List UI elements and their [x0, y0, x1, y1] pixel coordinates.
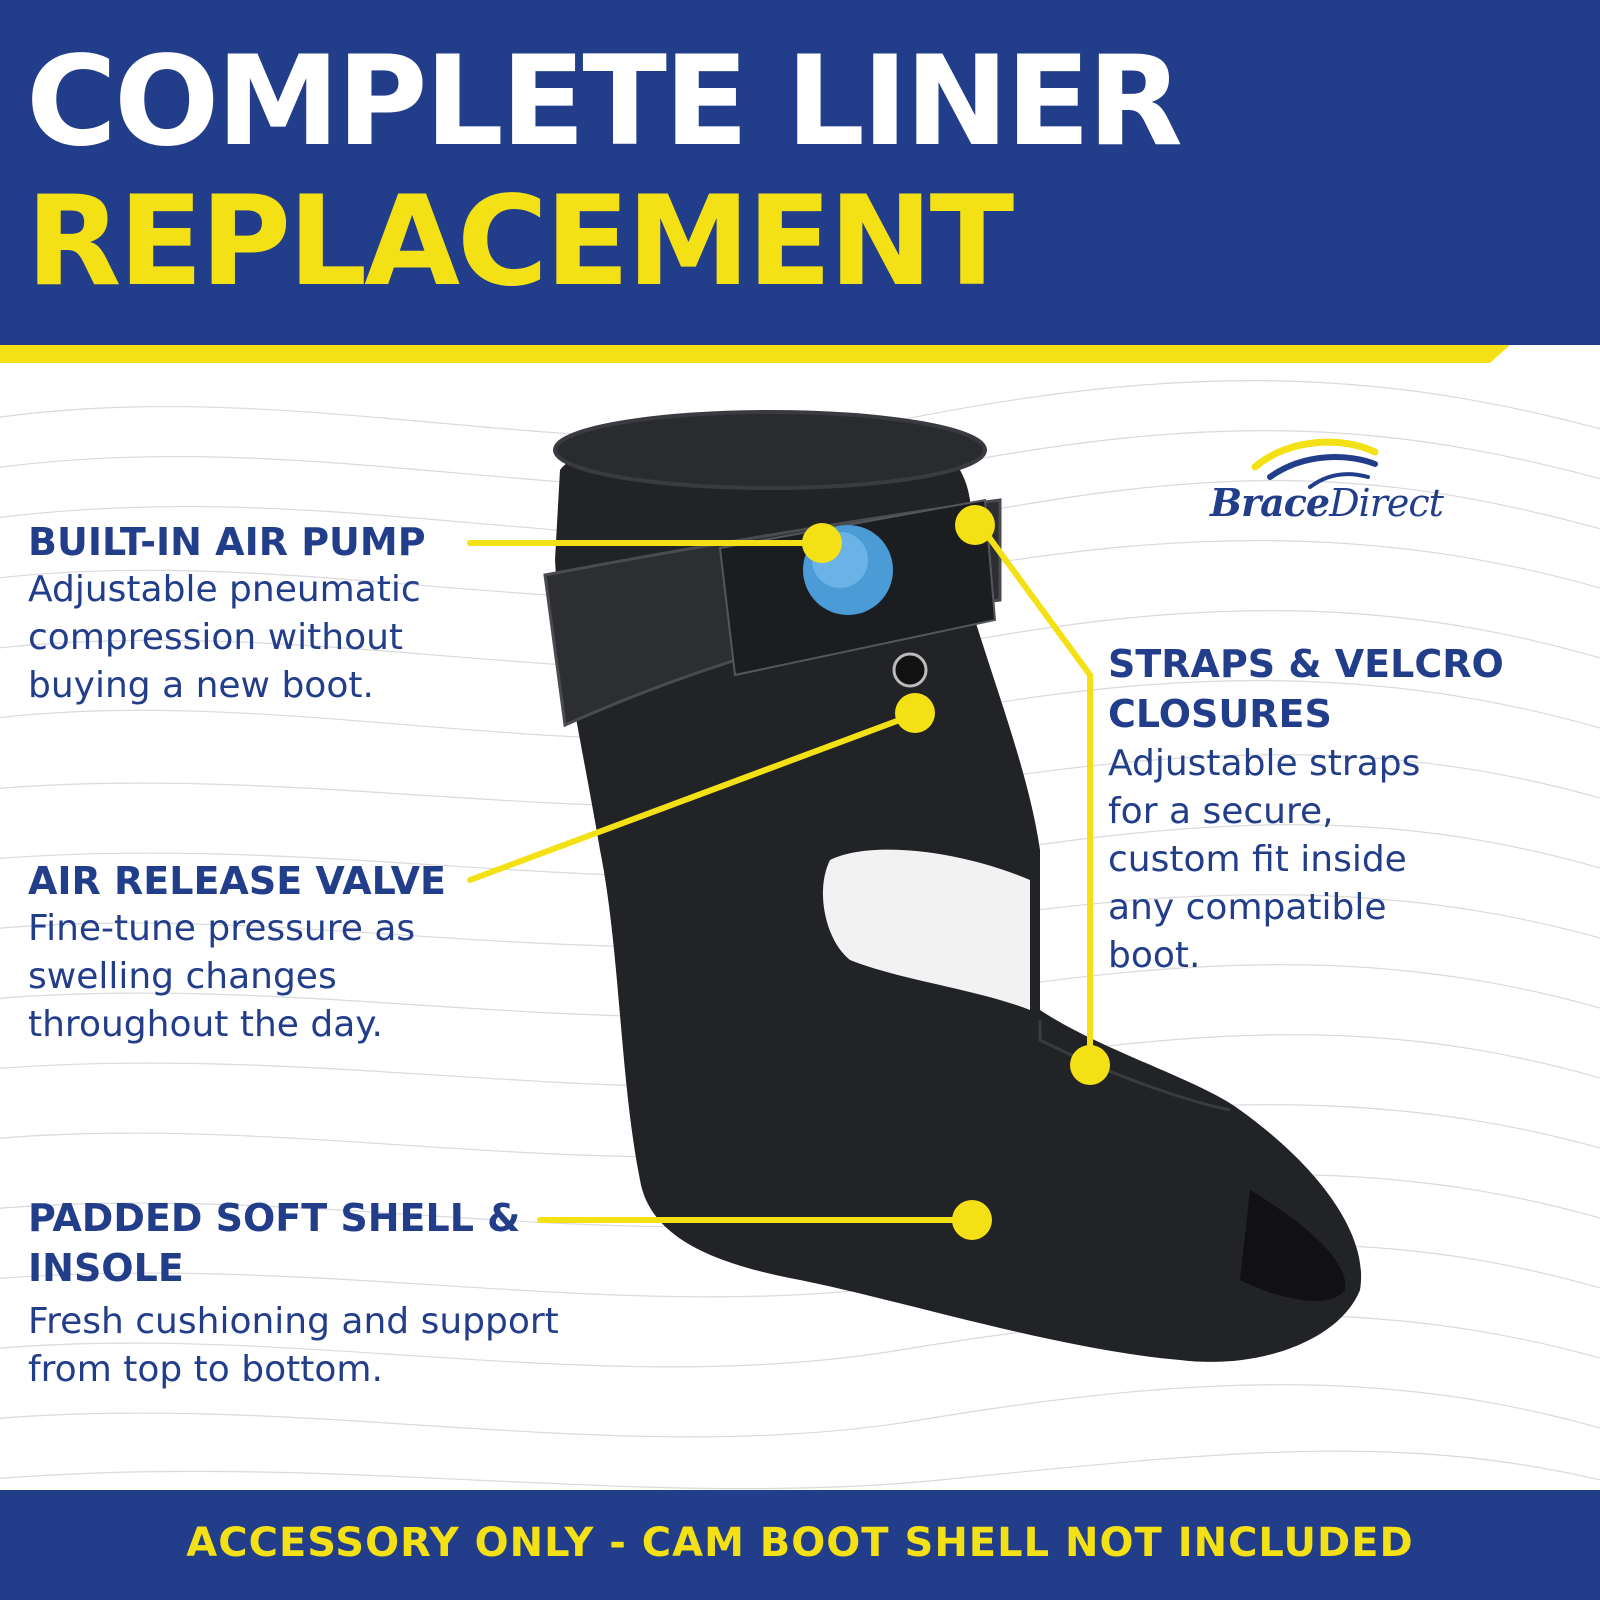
callout-desc-straps-4: any compatible: [1108, 887, 1387, 928]
brace-direct-logo: BraceDirect: [1210, 432, 1490, 542]
callout-desc-straps-1: Adjustable straps: [1108, 743, 1421, 784]
logo-word-direct: Direct: [1329, 481, 1444, 525]
pump-callout-dot: [802, 523, 842, 563]
callout-desc-valve-2: swelling changes: [28, 956, 337, 997]
headline-line-1: COMPLETE LINER: [26, 30, 1183, 174]
strap-callout-dot-bottom: [1070, 1045, 1110, 1085]
air-release-valve: [892, 652, 928, 688]
callout-desc-valve-3: throughout the day.: [28, 1004, 383, 1045]
footer-banner: ACCESSORY ONLY - CAM BOOT SHELL NOT INCL…: [0, 1490, 1600, 1600]
shell-callout-dot: [952, 1200, 992, 1240]
callout-desc-shell-2: from top to bottom.: [28, 1349, 383, 1390]
headline-line-2: REPLACEMENT: [26, 170, 1014, 314]
callout-title-soft-shell-1: PADDED SOFT SHELL &: [28, 1196, 521, 1240]
footer-disclaimer: ACCESSORY ONLY - CAM BOOT SHELL NOT INCL…: [186, 1520, 1414, 1566]
callout-title-air-pump: BUILT-IN AIR PUMP: [28, 520, 426, 564]
callout-title-straps-2: CLOSURES: [1108, 692, 1332, 736]
callout-desc-air-pump-1: Adjustable pneumatic: [28, 569, 421, 610]
callout-desc-valve-1: Fine-tune pressure as: [28, 908, 416, 949]
callout-title-air-release-valve: AIR RELEASE VALVE: [28, 859, 446, 903]
callout-desc-straps-5: boot.: [1108, 935, 1201, 976]
callout-desc-straps-3: custom fit inside: [1108, 839, 1407, 880]
callout-desc-straps-2: for a secure,: [1108, 791, 1334, 832]
logo-word-brace: Brace: [1210, 480, 1330, 525]
header-accent-stripe: [0, 345, 1510, 363]
valve-callout-dot: [895, 693, 935, 733]
heel-opening: [822, 849, 1030, 1010]
header-banner: COMPLETE LINER REPLACEMENT: [0, 0, 1600, 345]
strap-callout-dot-top: [955, 505, 995, 545]
callout-desc-shell-1: Fresh cushioning and support: [28, 1301, 559, 1342]
logo-swoosh-icon: [1251, 438, 1379, 489]
callout-desc-air-pump-3: buying a new boot.: [28, 665, 374, 706]
callout-title-straps-1: STRAPS & VELCRO: [1108, 642, 1504, 686]
callout-desc-air-pump-2: compression without: [28, 617, 404, 658]
logo-wordmark: BraceDirect: [1210, 480, 1444, 525]
toe-opening: [1240, 1190, 1346, 1301]
callout-title-soft-shell-2: INSOLE: [28, 1246, 184, 1290]
